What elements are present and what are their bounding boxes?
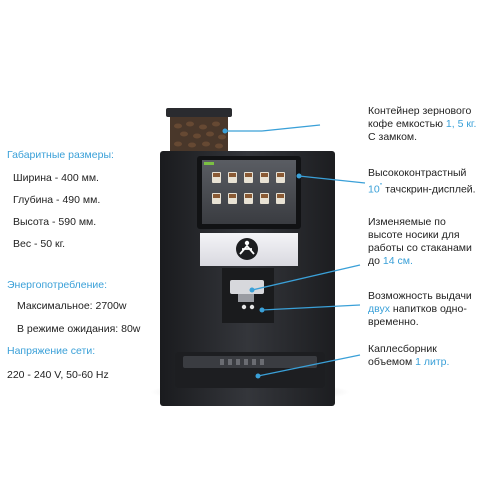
power-heading: Энергопотребление:	[7, 279, 108, 291]
power-max: Максимальное: 2700w	[17, 300, 127, 312]
double-drink-callout: Возможность выдачи двух напитков одно- в…	[368, 290, 472, 328]
power-standby: В режиме ожидания: 80w	[17, 323, 141, 335]
voltage-heading: Напряжение сети:	[7, 345, 96, 357]
hopper-lid	[166, 108, 232, 117]
dimension-depth: Глубина - 490 мм.	[13, 194, 101, 206]
dimension-height: Высота - 590 мм.	[13, 216, 97, 228]
voltage-value: 220 - 240 V, 50-60 Hz	[7, 369, 109, 381]
spout-callout: Изменяемые по высоте носики для работы с…	[368, 216, 472, 267]
dimensions-heading: Габаритные размеры:	[7, 149, 114, 161]
screen-callout: Высококонтрастный 10'' тачскрин-дисплей.	[368, 167, 476, 196]
dimension-weight: Вес - 50 кг.	[13, 238, 66, 250]
dimension-width: Ширина - 400 мм.	[13, 172, 99, 184]
dispensing-spout	[230, 280, 264, 294]
drip-tray-callout: Каплесборник объемом 1 литр.	[368, 343, 450, 368]
hopper-callout: Контейнер зернового кофе емкостью 1, 5 к…	[368, 105, 477, 143]
